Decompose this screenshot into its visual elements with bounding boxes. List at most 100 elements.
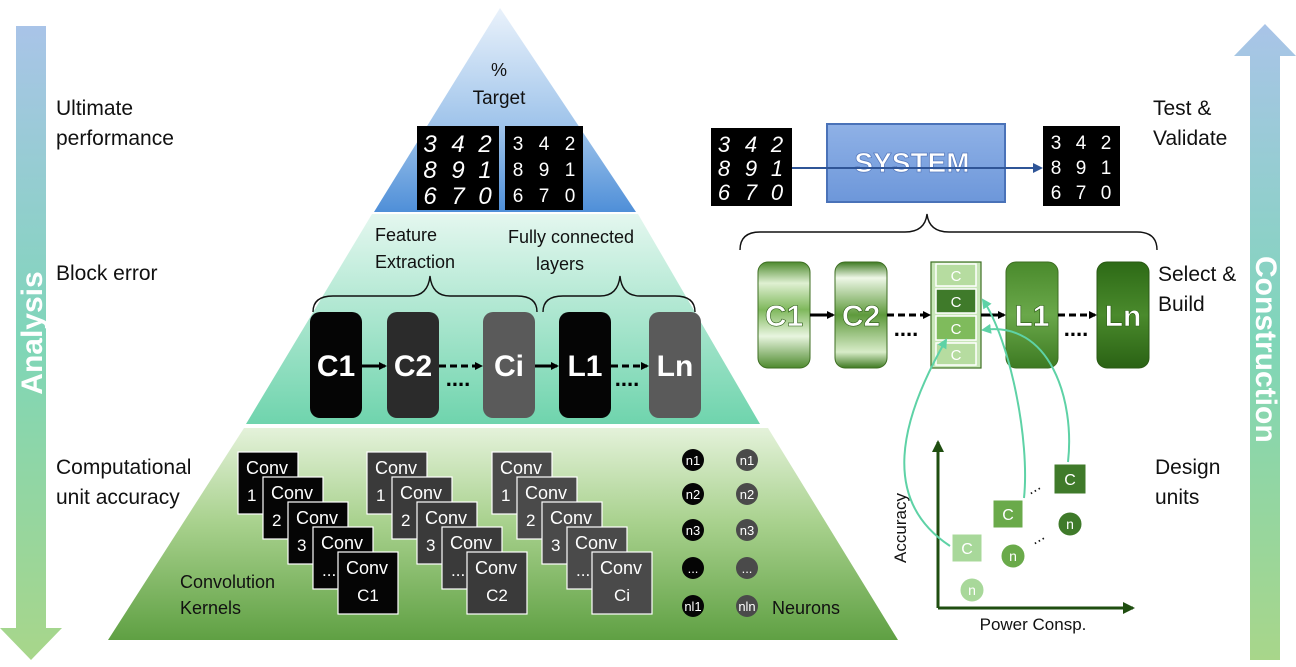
sys-block-ln-label: Ln	[1105, 300, 1142, 333]
target-label: Target	[473, 88, 527, 109]
design-unit-square	[1053, 463, 1087, 495]
feedback-link	[981, 323, 1071, 463]
conv-kernel-label: Conv	[575, 533, 617, 553]
hw-digit: 1	[771, 156, 783, 181]
feature-label-1: Feature	[375, 225, 437, 245]
neuron-label: ...	[742, 561, 753, 576]
predicted-digits-image: 3 4 2 8 9 1 6 7 0	[505, 126, 583, 210]
label-select-build: Select & Build	[1158, 260, 1236, 320]
stack-cell-label: C	[951, 268, 962, 285]
block-ln	[649, 312, 701, 418]
stack-cell-label: C	[951, 294, 962, 311]
design-unit-label: n	[1066, 516, 1074, 532]
neuron-label: nln	[738, 599, 755, 614]
label-line: units	[1155, 486, 1200, 509]
conv-kernel-label: Conv	[550, 508, 592, 528]
neuron-label: n2	[740, 487, 754, 502]
hw-digit: 6	[423, 183, 437, 210]
output-digits-image: 3 4 2 8 9 1 6 7 0	[1043, 126, 1120, 206]
pred-digit: 8	[1051, 158, 1062, 179]
feedback-link	[903, 338, 951, 547]
conv-kernel	[591, 551, 653, 615]
hw-digit: 7	[745, 180, 758, 205]
conv-kernel-label: Conv	[271, 483, 313, 503]
neuron	[736, 519, 758, 541]
kernels-label-1: Convolution	[180, 572, 275, 592]
block-c2-label: C2	[394, 350, 432, 383]
conv-kernel-index: 3	[297, 536, 306, 555]
conv-kernel-index: 1	[501, 486, 510, 505]
dots-l: ....	[615, 366, 639, 391]
pred-digit: 1	[565, 160, 576, 181]
conv-kernel-index: 2	[401, 511, 410, 530]
design-unit-circle	[1057, 511, 1083, 537]
system-label: SYSTEM	[854, 147, 969, 178]
hw-digit: 2	[770, 132, 783, 157]
conv-stack-end-label: Ci	[614, 586, 630, 605]
label-line: Test &	[1153, 97, 1212, 120]
design-unit-label: n	[1009, 548, 1017, 564]
hw-digit: 4	[745, 132, 757, 157]
block-l1-label: L1	[567, 350, 602, 383]
conv-kernel-label: Conv	[600, 558, 642, 578]
neuron	[682, 595, 704, 617]
neuron	[736, 557, 758, 579]
design-unit-circle	[1000, 543, 1026, 569]
hw-digit: 7	[451, 183, 466, 210]
label-line: Validate	[1153, 127, 1228, 150]
design-unit-square	[951, 533, 983, 563]
label-line: Select &	[1158, 263, 1237, 286]
pyramid-blocks: C1 C2 Ci L1 Ln .... ....	[310, 312, 701, 418]
stack-cell	[935, 315, 977, 341]
label-line: performance	[56, 127, 174, 150]
sys-block-l1-label: L1	[1014, 300, 1049, 333]
neuron-label: n3	[686, 523, 700, 538]
pred-digit: 6	[1051, 183, 1062, 204]
conv-kernel-label: Conv	[375, 458, 417, 478]
block-c1-label: C1	[317, 350, 355, 383]
label-line: Build	[1158, 293, 1205, 316]
fully-connected-brace	[542, 275, 696, 313]
hw-digit: 9	[745, 156, 757, 181]
label-line: Ultimate	[56, 97, 134, 120]
conv-kernel-index: 3	[426, 536, 435, 555]
block-ci	[483, 312, 535, 418]
pred-digit: 4	[539, 134, 550, 155]
feedback-link	[981, 298, 1027, 499]
conv-kernel-index: 2	[272, 511, 281, 530]
block-l1	[559, 312, 611, 418]
pred-digit: 2	[565, 134, 576, 155]
block-ln-label: Ln	[657, 350, 694, 383]
hw-digit: 1	[478, 157, 491, 184]
fc-label-1: Fully connected	[508, 227, 634, 247]
hw-digit: 0	[478, 183, 492, 210]
sys-dots: ....	[894, 316, 918, 341]
conv-kernel-label: Conv	[425, 508, 467, 528]
fc-label-2: layers	[536, 254, 584, 274]
kernels-label-2: Kernels	[180, 598, 241, 618]
hw-digit: 8	[423, 157, 437, 184]
sys-block-c1-label: C1	[765, 300, 803, 333]
neuron-label: n1	[740, 453, 754, 468]
neuron	[736, 449, 758, 471]
pred-digit: 1	[1101, 158, 1112, 179]
design-unit-label: C	[961, 541, 973, 558]
input-digits-image: 3 4 2 8 9 1 6 7 0	[711, 128, 792, 206]
construction-label: Construction	[1249, 256, 1282, 443]
conv-kernel-label: Conv	[321, 533, 363, 553]
feature-extraction-brace	[312, 275, 538, 313]
ellipsis: ...	[1028, 527, 1048, 548]
hw-digit: 6	[718, 180, 731, 205]
conv-kernel-label: Conv	[475, 558, 517, 578]
analysis-arrow	[0, 26, 62, 660]
conv-kernel-label: Conv	[400, 483, 442, 503]
label-block-error: Block error	[56, 259, 158, 289]
conv-kernel-label: Conv	[296, 508, 338, 528]
dots-c: ....	[446, 366, 470, 391]
pred-digit: 2	[1101, 133, 1112, 154]
pred-digit: 0	[565, 186, 576, 207]
